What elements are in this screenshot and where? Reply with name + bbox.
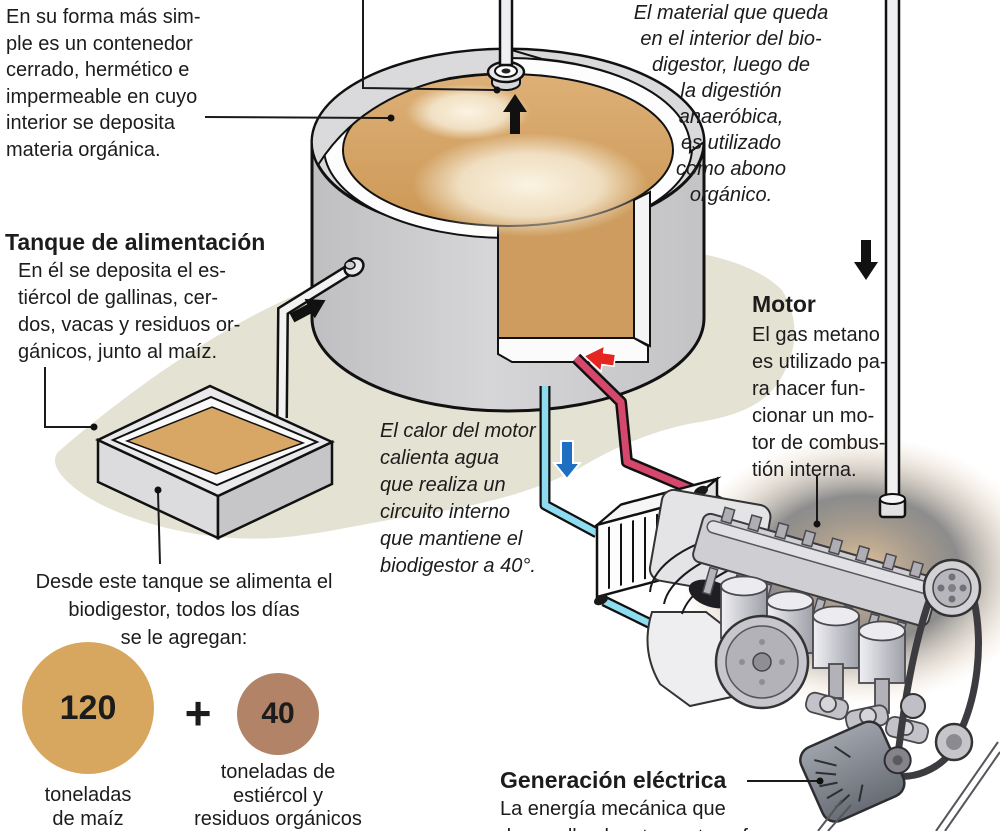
- leader-line-top-label: [362, 0, 495, 91]
- leader-dot-motor: [813, 520, 821, 528]
- gas-outlet-pipe: [498, 0, 514, 67]
- methane-pipe: [878, 0, 907, 519]
- feed-pipe-fitting: [343, 257, 365, 277]
- gas-down-arrow-icon: [854, 240, 878, 280]
- gas-cloud-small: [406, 84, 530, 140]
- notch-bottom-rim: [497, 337, 649, 363]
- feed-tank: [95, 384, 335, 540]
- alternator: [799, 720, 912, 823]
- intro-paragraph: En su forma más sim- ple es un contenedo…: [6, 6, 201, 161]
- generation-partial-line: desarrolla el motor se transfor-: [500, 824, 820, 831]
- notch-side-wall: [633, 190, 651, 348]
- heat-circuit-note: El calor del motor calienta agua que rea…: [380, 420, 536, 577]
- hot-water-arrow-icon: [582, 344, 617, 374]
- feed-tank-title: Tanque de alimentación: [5, 229, 266, 255]
- manure-circle: 40: [237, 673, 319, 755]
- feed-pipe: [276, 257, 365, 419]
- generation-title: Generación eléctrica: [500, 767, 727, 793]
- biodigester-tank: [310, 0, 706, 413]
- gas-outlet-collar: [486, 60, 526, 91]
- cold-water-pipe: [539, 386, 600, 538]
- daily-feed-note: Desde este tanque se alimenta el biodige…: [35, 571, 333, 649]
- feed-tank-slurry: [124, 406, 306, 475]
- leader-dot-top-label: [493, 86, 501, 94]
- manure-value: 40: [261, 697, 295, 730]
- leader-lines: [44, 0, 818, 782]
- leader-dot-feed-tank: [90, 423, 98, 431]
- leader-line-intro: [204, 116, 389, 119]
- generator-wire: [935, 741, 1000, 831]
- cold-water-arrow-icon: [551, 440, 583, 481]
- alternator-wires: [817, 799, 852, 831]
- lid-cover-left: [310, 47, 510, 167]
- feed-tank-body: En él se deposita el es- tiércol de gall…: [18, 260, 241, 363]
- heat-exchanger-cold-port: [594, 594, 608, 606]
- gas-up-arrow-icon: [503, 94, 527, 134]
- leader-line-feed-tank: [44, 367, 91, 428]
- motor-body: El gas metano es utilizado pa- ra hacer …: [752, 324, 887, 481]
- gas-cloud: [412, 133, 648, 237]
- corn-value: 120: [59, 688, 117, 727]
- leader-line-daily-feed: [157, 491, 161, 565]
- manure-label: toneladas de estiércol y residuos orgáni…: [194, 761, 362, 830]
- lid-rim-band: [507, 48, 706, 155]
- corn-circle: 120: [22, 642, 154, 774]
- corn-label: toneladas de maíz: [44, 784, 132, 830]
- leader-dot-generation: [816, 777, 824, 785]
- motor-title: Motor: [752, 291, 816, 317]
- flywheel: [714, 614, 810, 710]
- feed-arrow-icon: [289, 298, 326, 323]
- spark-plugs: [720, 506, 925, 579]
- leader-dot-intro: [387, 114, 395, 122]
- digestate-note: El material que queda en el interior del…: [633, 2, 829, 206]
- leader-dots: [90, 86, 824, 785]
- tensioner-pulley: [900, 693, 926, 719]
- generation-body: La energía mecánica que: [500, 798, 726, 820]
- combustion-engine: [646, 488, 982, 780]
- leader-dot-daily-feed: [154, 486, 162, 494]
- crank-pulley: [922, 558, 982, 618]
- plus-sign: +: [184, 687, 212, 739]
